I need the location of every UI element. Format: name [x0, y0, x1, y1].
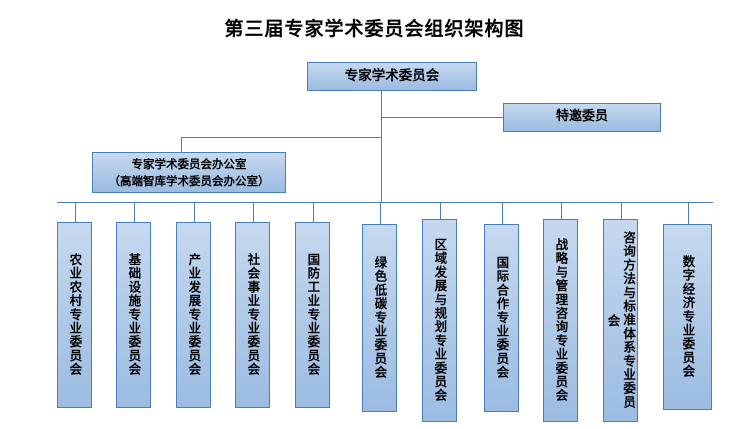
committee-label-6: 绿色低碳专业委员会 [372, 256, 388, 380]
node-invited-members[interactable]: 特邀委员 [503, 103, 661, 132]
committee-label-8: 国际合作专业委员会 [494, 256, 510, 380]
committee-label-1: 农业农村专业委员会 [67, 253, 83, 377]
committee-box-7[interactable]: 区域发展与规划专业委员会 [422, 219, 457, 422]
connector-drop-1 [75, 202, 76, 222]
connector-drop-10 [621, 202, 622, 219]
committee-box-2[interactable]: 基础设施专业委员会 [116, 222, 151, 408]
connector-distribution-bar [57, 202, 713, 203]
committee-label-2: 基础设施专业委员会 [126, 253, 142, 377]
connector-drop-9 [561, 202, 562, 219]
connector-drop-5 [313, 202, 314, 222]
committee-box-1[interactable]: 农业农村专业委员会 [57, 222, 92, 408]
connector-to-office-vertical [181, 137, 182, 152]
committee-label-5: 国防工业专业委员会 [305, 253, 321, 377]
committee-box-8[interactable]: 国际合作专业委员会 [484, 224, 519, 412]
office-label-line2: （高端智库学术委员会办公室） [108, 173, 270, 188]
committee-label-4: 社会事业专业委员会 [245, 253, 261, 377]
committee-label-9: 战略与管理咨询专业委员会 [553, 238, 569, 403]
committee-box-9[interactable]: 战略与管理咨询专业委员会 [543, 219, 578, 422]
committee-box-10[interactable]: 咨询方法与标准体系专业委员会 [603, 219, 638, 422]
connector-drop-7 [440, 202, 441, 219]
committee-box-6[interactable]: 绿色低碳专业委员会 [362, 224, 397, 412]
committee-box-4[interactable]: 社会事业专业委员会 [235, 222, 270, 408]
node-committee-office[interactable]: 专家学术委员会办公室 （高端智库学术委员会办公室） [92, 152, 286, 193]
committee-label-3: 产业发展专业委员会 [186, 253, 202, 377]
committee-label-7: 区域发展与规划专业委员会 [432, 238, 448, 403]
committee-label-10: 咨询方法与标准体系专业委员会 [605, 231, 637, 410]
connector-drop-11 [688, 202, 689, 224]
committee-label-11: 数字经济专业委员会 [680, 255, 696, 379]
connector-drop-6 [380, 202, 381, 224]
connector-root-trunk [381, 91, 382, 202]
office-label-line1: 专家学术委员会办公室 [131, 156, 247, 171]
connector-drop-2 [134, 202, 135, 222]
connector-to-invited [381, 117, 503, 118]
connector-drop-8 [502, 202, 503, 224]
committee-box-5[interactable]: 国防工业专业委员会 [295, 222, 330, 408]
committee-box-3[interactable]: 产业发展专业委员会 [176, 222, 211, 408]
committee-box-11[interactable]: 数字经济专业委员会 [663, 224, 712, 410]
connector-drop-4 [253, 202, 254, 222]
node-expert-academic-committee[interactable]: 专家学术委员会 [307, 62, 477, 91]
connector-drop-3 [194, 202, 195, 222]
page-title: 第三届专家学术委员会组织架构图 [224, 18, 525, 40]
connector-to-office-horizontal [181, 137, 381, 138]
